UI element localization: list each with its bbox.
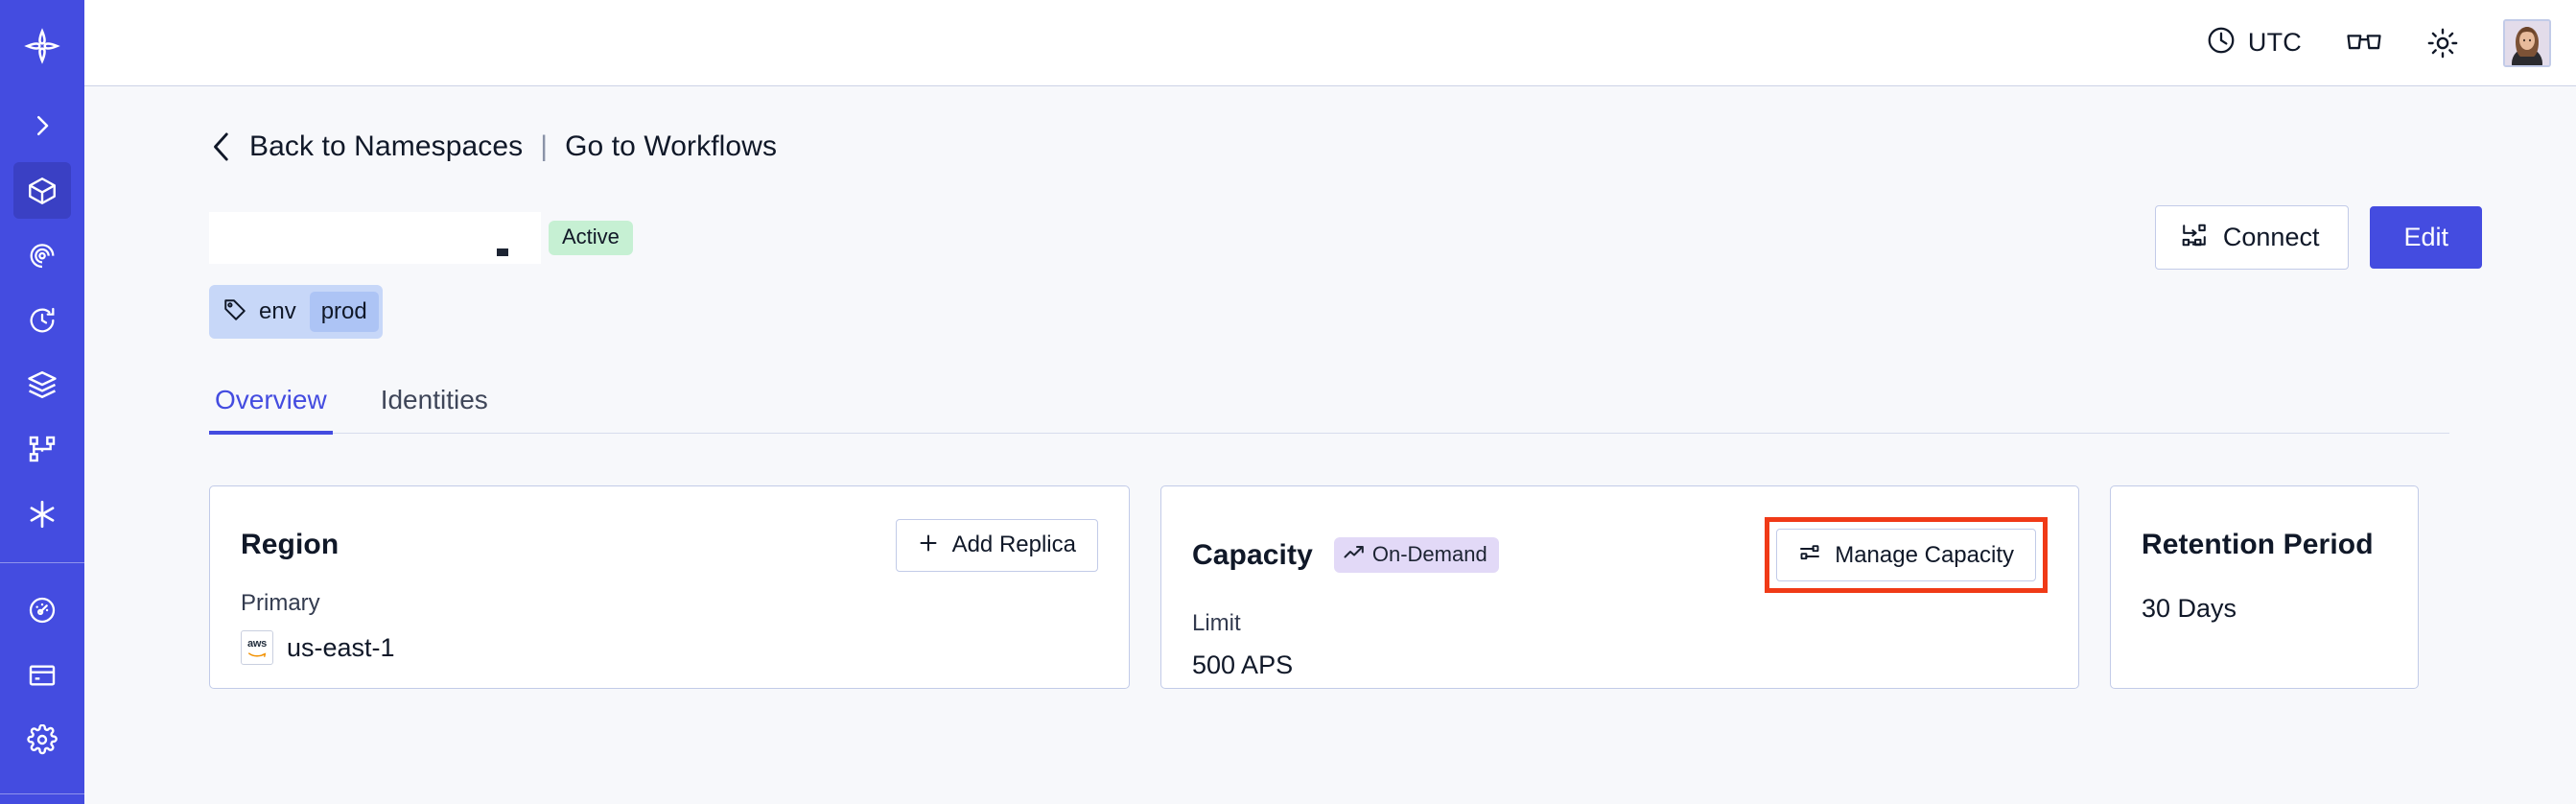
sidebar-item-task-queues[interactable] <box>13 421 71 478</box>
capacity-card: Capacity On-Demand <box>1160 485 2079 689</box>
sidebar-divider-1 <box>0 561 84 563</box>
region-value: us-east-1 <box>287 632 395 662</box>
reading-glasses-icon[interactable] <box>2346 29 2382 58</box>
title-actions: Connect Edit <box>2154 205 2482 270</box>
region-card-header: Region Add Replica <box>241 517 1098 573</box>
region-primary-label: Primary <box>241 590 320 616</box>
sidebar <box>0 0 84 804</box>
add-replica-button[interactable]: Add Replica <box>895 518 1098 572</box>
sidebar-item-observability[interactable] <box>13 226 71 283</box>
retention-card-header: Retention Period <box>2142 517 2387 573</box>
manage-capacity-button[interactable]: Manage Capacity <box>1776 529 2036 581</box>
tag-icon <box>222 297 247 327</box>
connect-button[interactable]: Connect <box>2154 205 2350 270</box>
connect-flow-icon <box>2181 223 2208 252</box>
breadcrumb-separator: | <box>540 130 549 162</box>
capacity-card-title: Capacity <box>1192 538 1313 571</box>
plus-icon <box>918 532 939 558</box>
tag-key: env <box>259 298 296 324</box>
retention-card-title: Retention Period <box>2142 529 2374 560</box>
sidebar-item-schedules[interactable] <box>13 292 71 348</box>
namespace-tag[interactable]: env prod <box>209 285 383 339</box>
clock-icon <box>2206 25 2236 60</box>
tag-value: prod <box>309 292 379 332</box>
breadcrumb: Back to Namespaces | Go to Workflows <box>209 130 2482 163</box>
content-area: Back to Namespaces | Go to Workflows Act… <box>84 86 2576 804</box>
sidebar-divider-2 <box>0 792 84 794</box>
timezone-label: UTC <box>2247 28 2302 57</box>
status-badge: Active <box>549 220 633 255</box>
capacity-mode-badge: On-Demand <box>1333 537 1499 573</box>
sidebar-item-workflows[interactable] <box>13 356 71 413</box>
manage-capacity-label: Manage Capacity <box>1835 541 2014 568</box>
sidebar-item-settings[interactable] <box>13 712 71 769</box>
retention-card: Retention Period 30 Days <box>2110 485 2419 689</box>
add-replica-label: Add Replica <box>951 532 1076 557</box>
capacity-limit-value: 500 APS <box>1192 650 1294 679</box>
region-card-title: Region <box>241 529 340 560</box>
sidebar-item-namespaces[interactable] <box>13 161 71 220</box>
topbar: UTC <box>84 0 2576 86</box>
aws-logo-icon: aws <box>241 630 273 665</box>
namespace-title-row: Active <box>209 205 2482 270</box>
retention-value: 30 Days <box>2142 594 2237 623</box>
chevron-left-icon[interactable] <box>209 130 234 163</box>
overview-cards: Region Add Replica Primary <box>209 485 2482 689</box>
temporal-logo-icon[interactable] <box>13 17 71 74</box>
sliders-icon <box>1798 542 1821 568</box>
user-avatar[interactable] <box>2503 18 2551 67</box>
page-title <box>209 211 541 264</box>
breadcrumb-back-link[interactable]: Back to Namespaces <box>249 130 524 162</box>
main-column: UTC <box>84 0 2576 804</box>
tab-overview[interactable]: Overview <box>209 379 333 435</box>
tab-bar: Overview Identities <box>209 379 2449 435</box>
capacity-limit-label: Limit <box>1192 610 1241 636</box>
title-glyph-remnant <box>497 248 508 256</box>
timezone-selector[interactable]: UTC <box>2206 25 2302 60</box>
sidebar-item-billing[interactable] <box>13 647 71 703</box>
capacity-mode-label: On-Demand <box>1371 542 1487 566</box>
tag-row: env prod <box>209 285 2482 339</box>
sidebar-item-usage[interactable] <box>13 582 71 639</box>
connect-button-label: Connect <box>2222 223 2320 251</box>
tab-identities[interactable]: Identities <box>380 385 488 414</box>
sidebar-item-nexus[interactable] <box>13 485 71 542</box>
region-value-row: aws us-east-1 <box>241 630 1098 665</box>
sidebar-item-expand-sidebar[interactable] <box>13 97 71 154</box>
edit-button-label: Edit <box>2403 223 2448 251</box>
manage-capacity-highlight: Manage Capacity <box>1765 517 2048 593</box>
edit-button[interactable]: Edit <box>2370 206 2482 269</box>
sun-icon[interactable] <box>2426 27 2459 59</box>
region-card: Region Add Replica Primary <box>209 485 1130 689</box>
breadcrumb-workflows-link[interactable]: Go to Workflows <box>565 130 778 162</box>
capacity-card-header: Capacity On-Demand <box>1192 517 2048 593</box>
trend-up-icon <box>1344 544 1365 565</box>
